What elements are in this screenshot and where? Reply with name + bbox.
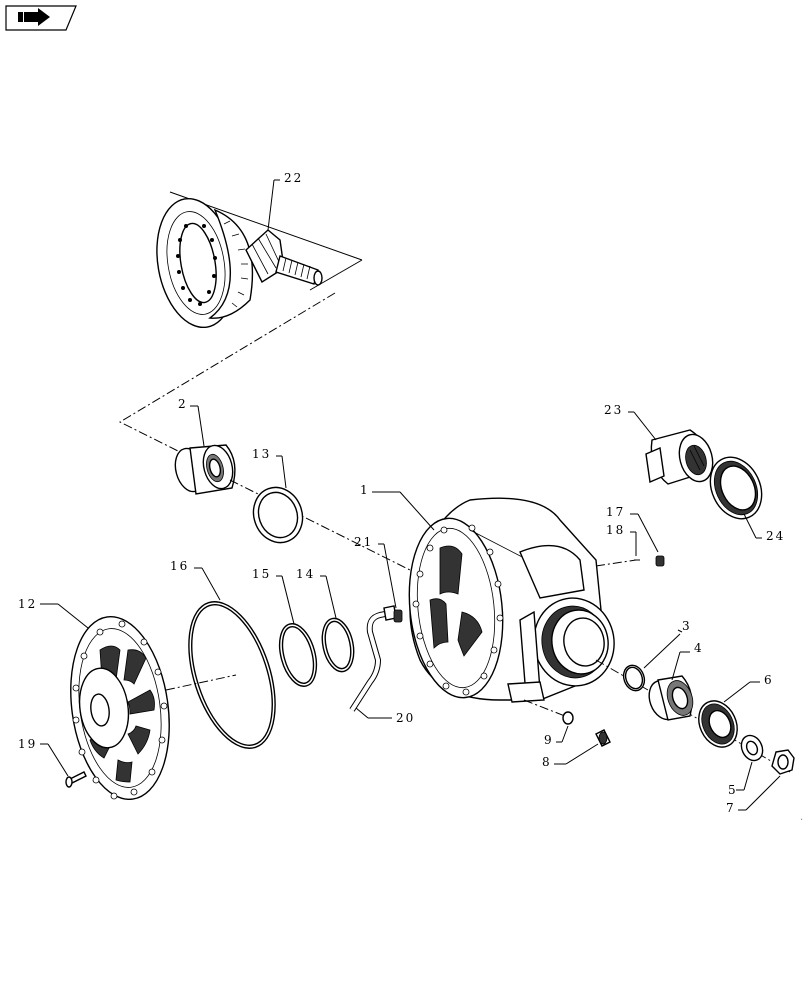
svg-text:13: 13 — [252, 447, 271, 461]
svg-text:23: 23 — [604, 403, 623, 417]
callout-19: 19 — [18, 737, 69, 777]
callout-7: 7 — [726, 775, 781, 815]
o-ring-15 — [278, 623, 318, 687]
callout-23: 23 — [604, 403, 657, 441]
breather-tube — [349, 605, 397, 712]
svg-text:17: 17 — [606, 505, 625, 519]
retaining-ring — [622, 664, 646, 692]
callout-17: 17 — [606, 505, 659, 553]
book-arrow-icon[interactable] — [5, 5, 77, 31]
callout-8: 8 — [542, 743, 599, 769]
svg-text:21: 21 — [354, 535, 373, 549]
callout-21: 21 — [354, 535, 397, 609]
callout-9: 9 — [544, 725, 569, 747]
callout-12: 12 — [18, 597, 89, 629]
svg-text:22: 22 — [284, 171, 303, 185]
svg-text:1: 1 — [360, 483, 370, 497]
yoke-flange — [645, 429, 714, 485]
large-o-ring — [188, 601, 276, 749]
svg-text:20: 20 — [396, 711, 415, 725]
svg-text:19: 19 — [18, 737, 37, 751]
callout-3: 3 — [643, 619, 692, 669]
callout-13: 13 — [252, 447, 287, 489]
snap-ring — [252, 486, 304, 544]
hex-nut — [771, 749, 795, 775]
svg-text:`: ` — [800, 819, 804, 826]
svg-text:12: 12 — [18, 597, 37, 611]
callout-1: 1 — [360, 483, 435, 531]
callout-22: 22 — [267, 171, 303, 231]
callout-18: 18 — [606, 523, 637, 556]
svg-text:7: 7 — [726, 801, 736, 815]
svg-text:15: 15 — [252, 567, 271, 581]
bolt — [65, 771, 87, 788]
callout-20: 20 — [355, 707, 415, 725]
flat-washer — [740, 734, 764, 762]
svg-text:24: 24 — [766, 529, 785, 543]
cover-plate — [70, 615, 170, 801]
thrust-washer — [698, 700, 738, 748]
callout-15: 15 — [252, 567, 295, 625]
svg-text:16: 16 — [170, 559, 189, 573]
drain-plug — [595, 729, 611, 747]
bearing — [174, 444, 236, 495]
svg-text:4: 4 — [694, 641, 704, 655]
axle-housing — [408, 497, 615, 703]
svg-text:18: 18 — [606, 523, 625, 537]
callout-24: 24 — [743, 513, 785, 543]
taper-bearing — [648, 675, 694, 721]
plug-seal — [634, 555, 665, 567]
svg-text:5: 5 — [728, 783, 738, 797]
callout-5: 5 — [728, 761, 753, 797]
o-ring-14 — [321, 617, 355, 673]
callout-6: 6 — [723, 673, 774, 703]
oil-seal — [709, 456, 763, 520]
callout-16: 16 — [170, 559, 221, 601]
svg-text:9: 9 — [544, 733, 554, 747]
callout-2: 2 — [178, 397, 205, 447]
fitting — [393, 609, 403, 623]
svg-text:2: 2 — [178, 397, 188, 411]
svg-text:8: 8 — [542, 755, 552, 769]
svg-text:6: 6 — [764, 673, 774, 687]
svg-text:14: 14 — [296, 567, 315, 581]
callout-4: 4 — [671, 641, 704, 681]
ring-gear-pinion-assembly — [156, 191, 363, 329]
svg-text:3: 3 — [682, 619, 692, 633]
callout-14: 14 — [296, 567, 337, 619]
drain-washer — [562, 711, 574, 725]
